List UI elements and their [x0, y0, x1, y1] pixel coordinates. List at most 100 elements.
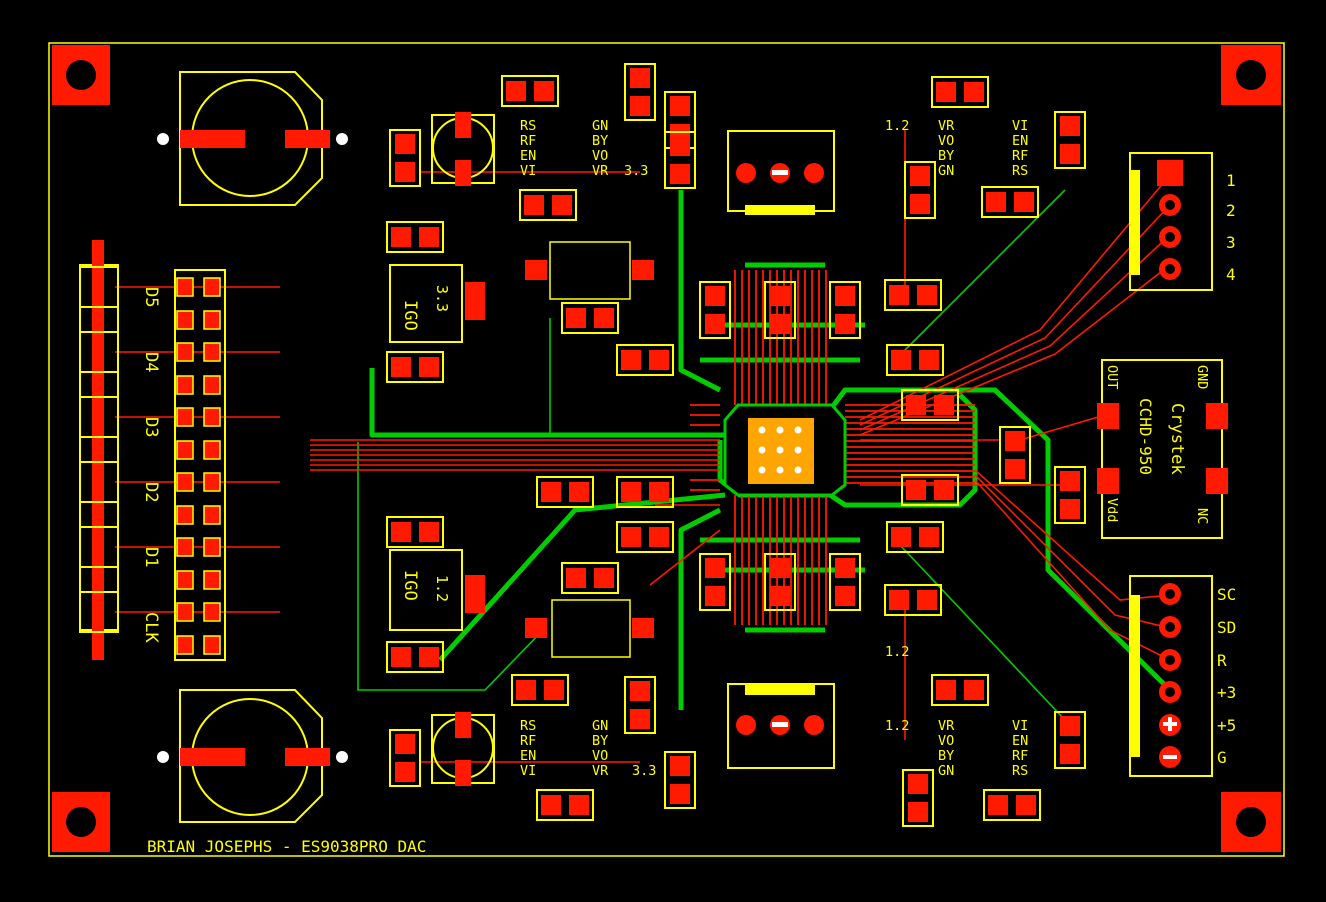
osc-brand: Crystek	[1167, 403, 1187, 475]
pin-rs: RS	[520, 118, 536, 134]
pin-vr: VR	[938, 118, 955, 134]
smd-component	[829, 281, 861, 339]
header-pad	[203, 310, 221, 330]
small-capacitors	[431, 112, 495, 786]
smd-component	[1054, 466, 1086, 524]
smd-component	[501, 75, 559, 107]
osc-pin-gnd: GND	[1194, 365, 1210, 389]
voltage-label: 1.2	[885, 718, 909, 734]
osc-pin-nc: NC	[1194, 508, 1210, 524]
header-pad	[203, 375, 221, 395]
smd-components	[386, 63, 1086, 827]
conn-pin-3v: +3	[1217, 683, 1236, 702]
smd-component	[616, 476, 674, 508]
pin-vr: VR	[938, 718, 955, 734]
header-pad	[176, 342, 194, 362]
pin-en: EN	[520, 148, 536, 164]
header-pad	[176, 277, 194, 297]
pin-by: BY	[938, 748, 954, 764]
smd-component	[983, 789, 1041, 821]
smd-component	[616, 521, 674, 553]
large-capacitors	[157, 71, 348, 823]
smd-component	[561, 562, 619, 594]
ldo-top: IGO 3.3	[389, 264, 485, 343]
pin-gn: GN	[938, 163, 954, 179]
header-pad	[203, 277, 221, 297]
smd-component	[1054, 711, 1086, 769]
header-pad	[203, 342, 221, 362]
smd-component	[536, 476, 594, 508]
label-d3: D3	[141, 417, 161, 437]
smd-component	[389, 729, 421, 787]
smd-component	[884, 584, 942, 616]
header-cell	[79, 331, 119, 373]
inductor-footprints	[525, 241, 654, 658]
smd-component	[699, 281, 731, 339]
pin-vi: VI	[520, 163, 536, 179]
header-pad	[203, 537, 221, 557]
voltage-label-top: 1.2	[885, 644, 909, 660]
oscillator: Crystek CCHD-950 OUT GND Vdd NC	[1097, 359, 1228, 539]
header-pad	[176, 505, 194, 525]
voltage-label: 1.2	[885, 118, 909, 134]
mounting-holes	[52, 45, 1281, 852]
ldo-bottom-voltage: 1.2	[433, 575, 451, 602]
voltage-label: 3.3	[624, 163, 648, 179]
pin-en: EN	[1012, 733, 1028, 749]
pin-vr: VR	[592, 163, 609, 179]
pin-vi: VI	[520, 763, 536, 779]
smd-component	[519, 189, 577, 221]
osc-part: CCHD-950	[1136, 398, 1155, 475]
smd-component	[884, 279, 942, 311]
conn-pin-r: R	[1217, 651, 1227, 670]
label-d4: D4	[141, 352, 161, 372]
connector-top-right: 1 2 3 4	[1129, 152, 1236, 291]
header-cell	[79, 396, 119, 438]
pin-rf: RF	[520, 133, 536, 149]
conn-pin-2: 2	[1226, 201, 1236, 220]
pin-rs: RS	[1012, 763, 1028, 779]
smd-component	[624, 63, 656, 121]
smd-component	[386, 516, 444, 548]
conn-pin-3: 3	[1226, 233, 1236, 252]
smd-component	[829, 553, 861, 611]
header-pad	[203, 407, 221, 427]
pin-rf: RF	[1012, 148, 1028, 164]
pin-rs: RS	[1012, 163, 1028, 179]
conn-pin-sc: SC	[1217, 585, 1236, 604]
smd-component	[386, 351, 444, 383]
ldo-bottom: IGO 1.2	[389, 549, 485, 631]
smd-component	[981, 186, 1039, 218]
conn-pin-4: 4	[1226, 265, 1236, 284]
smd-component	[931, 674, 989, 706]
pin-by: BY	[592, 133, 608, 149]
smd-component	[999, 426, 1031, 484]
header-pad	[176, 537, 194, 557]
smd-component	[902, 769, 934, 827]
pin-rf: RF	[520, 733, 536, 749]
pin-vo: VO	[938, 133, 954, 149]
pin-vo: VO	[592, 148, 608, 164]
conn-pin-sd: SD	[1217, 618, 1236, 637]
pin-gn: GN	[592, 118, 608, 134]
pin-vi: VI	[1012, 118, 1028, 134]
reg-bl-labels: RS RF EN VI GN BY VO VR 3.3	[520, 718, 656, 779]
smd-component	[886, 521, 944, 553]
conn-pin-1: 1	[1226, 171, 1236, 190]
pin-vi: VI	[1012, 718, 1028, 734]
connector-bottom-right: SC SD R +3 +5 G	[1129, 575, 1236, 777]
pin-vr: VR	[592, 763, 609, 779]
header-pad	[176, 407, 194, 427]
conn-pin-5v: +5	[1217, 716, 1236, 735]
board-outline	[48, 42, 1285, 857]
pin-rs: RS	[520, 718, 536, 734]
header-cell	[79, 526, 119, 568]
smd-component	[511, 674, 569, 706]
board-title: BRIAN JOSEPHS - ES9038PRO DAC	[147, 837, 426, 856]
smd-component	[561, 302, 619, 334]
smd-component	[664, 131, 696, 189]
smd-component	[664, 751, 696, 809]
pin-en: EN	[1012, 133, 1028, 149]
